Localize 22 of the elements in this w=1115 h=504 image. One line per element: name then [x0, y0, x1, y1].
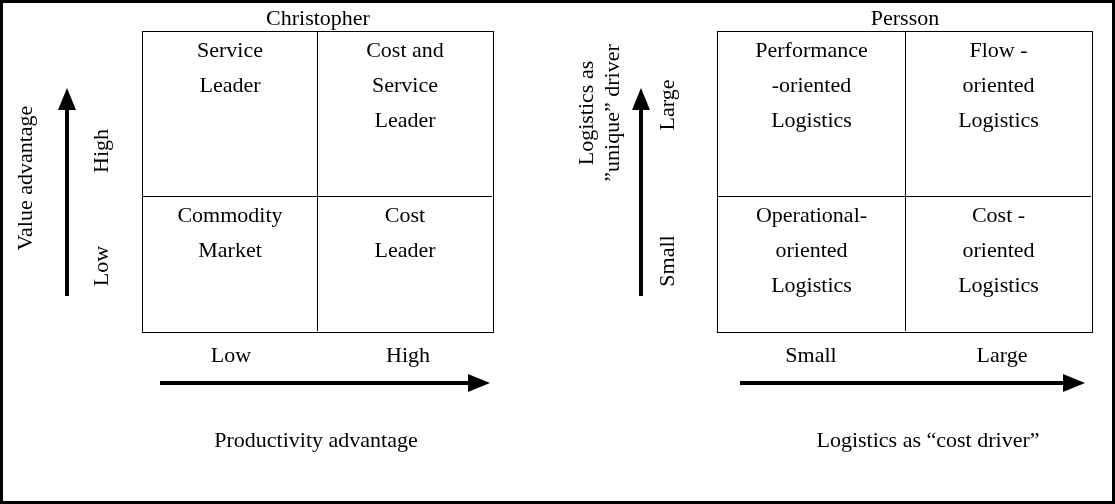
quadrant: Flow -oriented Logistics: [906, 32, 1091, 197]
matrix-heading: Christopher: [266, 5, 370, 31]
axis-value: Small: [654, 235, 680, 287]
quadrant: Cost -oriented Logistics: [906, 197, 1091, 331]
quadrant: Commodity Market: [143, 197, 318, 331]
axis-value: Large: [654, 79, 680, 131]
axis-value: High: [88, 129, 114, 173]
quadrant: Cost Leader: [318, 197, 492, 331]
matrix-heading: Persson: [870, 5, 940, 31]
axis-title: Productivity advantage: [214, 427, 418, 453]
quadrant: Cost and Service Leader: [318, 32, 492, 197]
quadrant: Performance -oriented Logistics: [718, 32, 906, 197]
quadrant: Operational- oriented Logistics: [718, 197, 906, 331]
axis-value: Low: [210, 342, 252, 368]
axis-value: High: [386, 342, 430, 368]
quadrant: Service Leader: [143, 32, 318, 197]
axis-value: Low: [88, 245, 114, 287]
axis-title: Value advantage: [12, 105, 38, 251]
axis-title: Logistics as ”unique” driver: [573, 43, 625, 184]
axis-value: Large: [976, 342, 1028, 368]
axis-value: Small: [785, 342, 837, 368]
axis-title: Logistics as “cost driver”: [816, 427, 1040, 453]
